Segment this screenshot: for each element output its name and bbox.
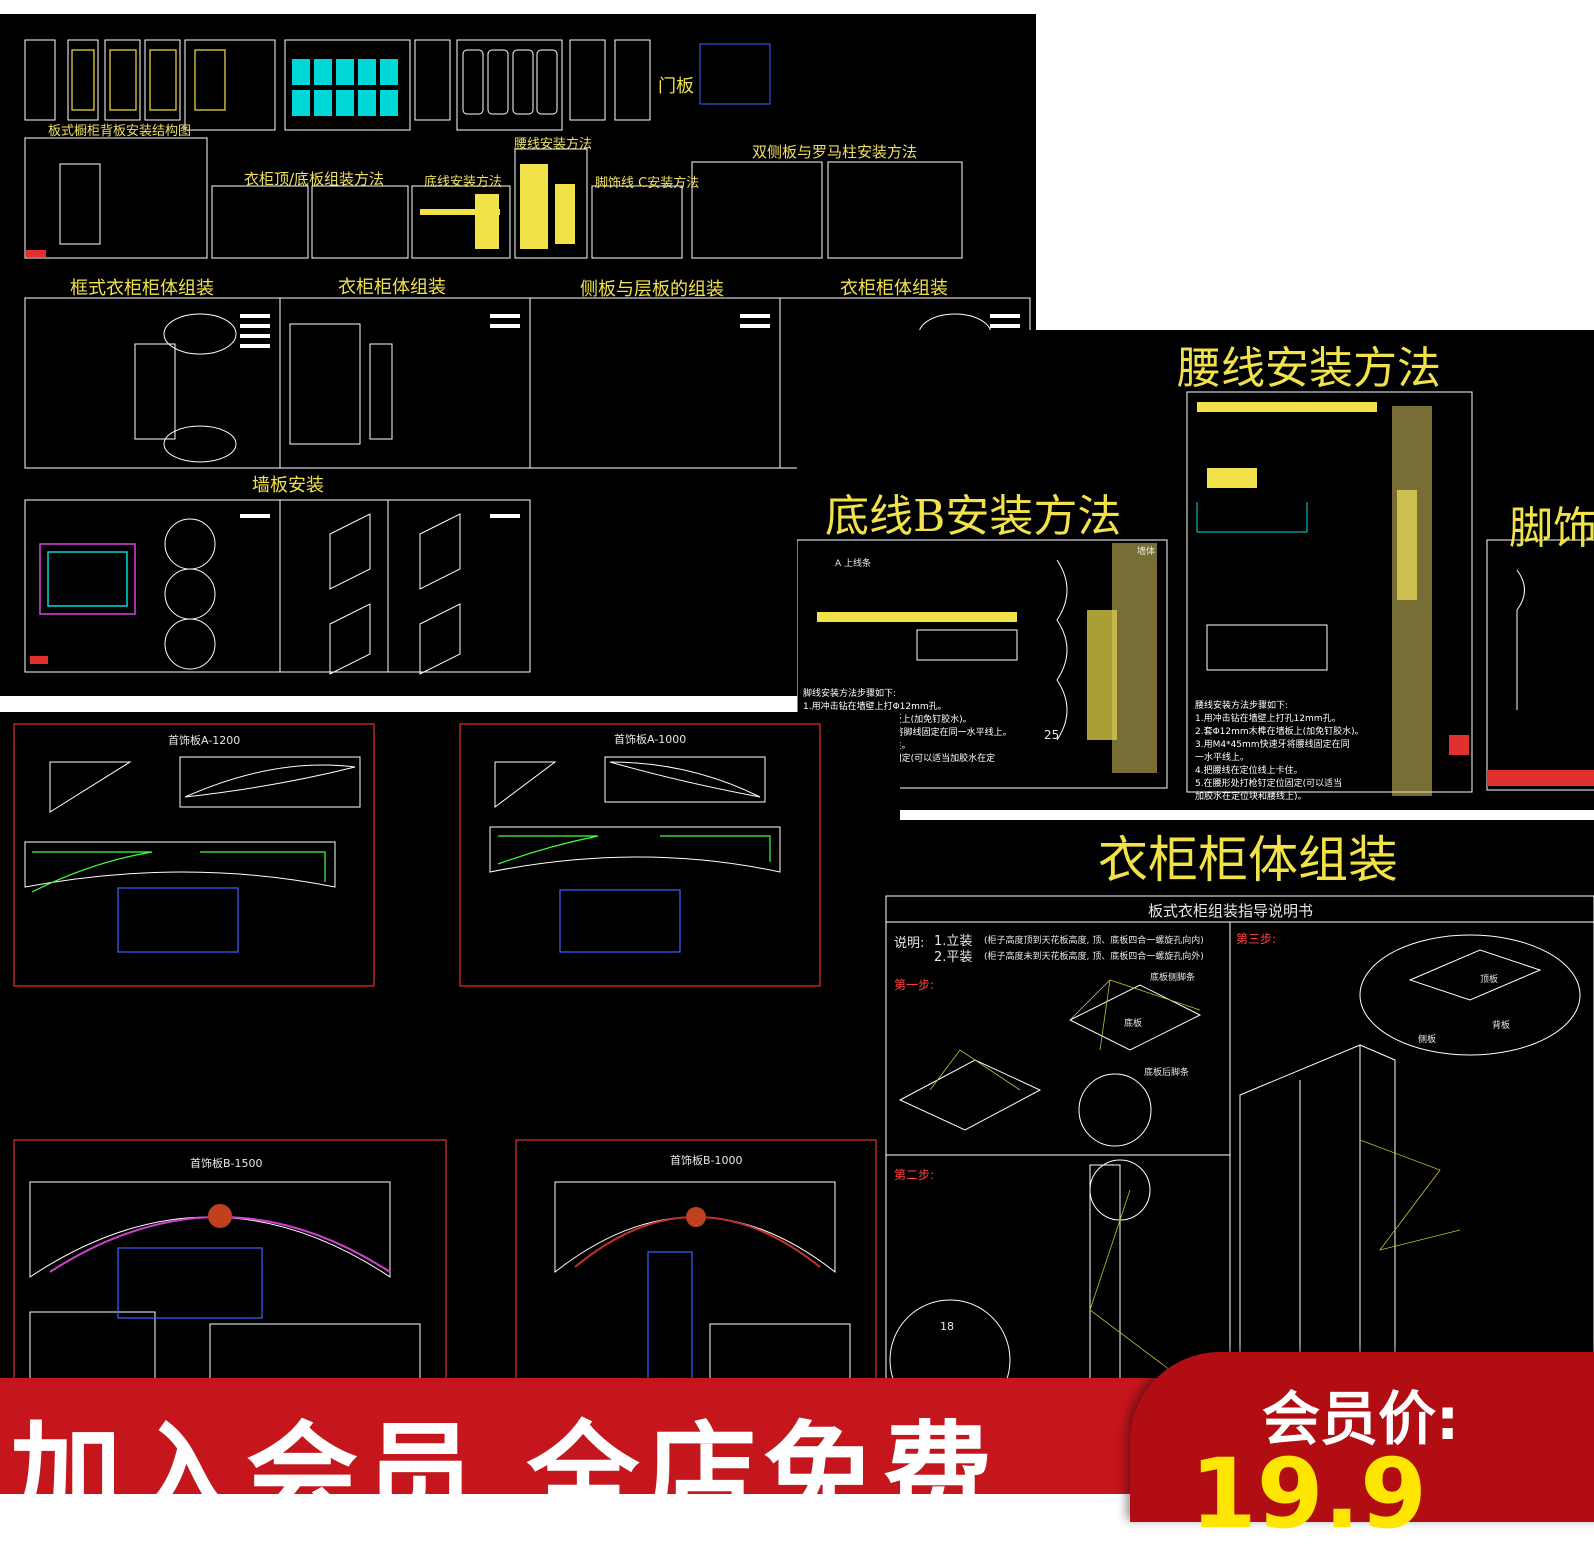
foot-deco-title: 脚饰 [1509,503,1594,554]
wall-panel-title: 墙板安装 [252,475,324,496]
decor-b1000-title: 首饰板B-1000 [670,1154,743,1167]
base-b-title: 底线B安装方法 [825,491,1122,542]
top-bottom-title: 衣柜顶/底板组装方法 [244,170,385,188]
side-shelf-title: 侧板与层板的组装 [580,279,724,300]
cad-sheet-waist-base: 腰线安装方法 底线B安装方法 脚饰 A 上线条 墙体 25 脚线安装方法步骤如下… [797,330,1594,810]
assembly-title: 衣柜柜体组装 [1098,831,1398,889]
cabinet-assembly-title: 衣柜柜体组装 [338,277,446,298]
cad-drawing-assembly [885,895,1594,1420]
label-side-board: 侧板 [1418,1035,1437,1045]
bottom-line-title: 底线安装方法 [424,175,503,190]
cad-drawing-overview [24,39,1031,675]
step-1-label: 第一步: [894,978,935,992]
member-price-label: 会员价: [1262,1385,1460,1453]
desc-upright-note: (柜子高度顶到天花板高度, 顶、底板四合一螺旋孔向内) [984,936,1204,946]
promo-join-text: 加入会员 全店免费 [10,1411,999,1541]
desc-label: 说明: [894,936,925,951]
assembly-subtitle: 板式衣柜组装指导说明书 [1148,902,1314,920]
label-wall: 墙体 [1137,547,1156,557]
waist-line-small-title: 腰线安装方法 [514,137,593,152]
label-top-board: 顶板 [1480,975,1499,985]
desc-upright: 1.立装 [934,934,973,949]
cad-sheet-decor-panels: 首饰板A-1200 首饰板A-1000 首饰板B-1500 首饰板B-1000 [0,712,900,1412]
desc-flat: 2.平装 [934,950,973,965]
dim-25: 25 [1044,728,1060,742]
waist-install-steps: 腰线安装方法步骤如下: 1.用冲击钻在墙壁上打孔12mm孔。 2.套Φ12mm木… [1195,701,1364,802]
foot-line-title: 脚饰线 C安装方法 [595,176,700,191]
member-price-value: 19.9 [1190,1438,1427,1550]
back-panel-title: 板式橱柜背板安装结构图 [48,124,192,139]
decor-a1000-title: 首饰板A-1000 [614,733,687,746]
label-top-line: A 上线条 [835,559,872,569]
label-bottom-board: 底板 [1124,1019,1143,1029]
dim-18: 18 [940,1320,954,1333]
label-rear-foot: 底板后脚条 [1144,1068,1190,1078]
decor-a1200-title: 首饰板A-1200 [168,734,241,747]
waist-line-title: 腰线安装方法 [1177,343,1441,394]
cabinet-assembly-title-2: 衣柜柜体组装 [840,278,948,299]
frame-cabinet-title: 框式衣柜柜体组装 [70,278,214,299]
decor-b1500-title: 首饰板B-1500 [190,1157,263,1170]
cad-sheet-assembly-guide: 衣柜柜体组装 板式衣柜组装指导说明书 说明: 1.立装 (柜子高度顶到天花板高度… [880,820,1594,1420]
label-back-board: 背板 [1492,1021,1511,1031]
step-3-label: 第三步: [1236,932,1277,946]
desc-flat-note: (柜子高度未到天花板高度, 顶、底板四合一螺旋孔向外) [984,952,1204,962]
double-side-title: 双侧板与罗马柱安装方法 [752,143,918,161]
step-2-label: 第二步: [894,1168,935,1182]
cad-drawing-decor-panels [13,723,877,1412]
door-panel-title: 门板 [658,76,694,97]
label-side-foot: 底板侧脚条 [1150,973,1196,983]
